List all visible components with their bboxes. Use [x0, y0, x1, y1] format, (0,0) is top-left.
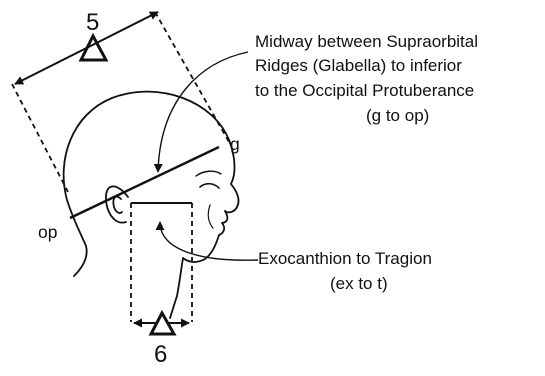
leader-curve-g-op	[153, 51, 249, 173]
label-op: op	[38, 222, 57, 242]
measurement-6-number: 6	[154, 341, 167, 368]
guide-line-g	[154, 11, 230, 143]
annotation-top-line-4: (g to op)	[366, 106, 429, 125]
annotation-top-line-2: Ridges (Glabella) to inferior	[255, 56, 462, 75]
measurement-6-triangle-icon	[148, 309, 177, 336]
forehead-outline	[228, 139, 236, 185]
eye-outline	[199, 182, 220, 189]
annotation-g-to-op: Midway between Supraorbital Ridges (Glab…	[255, 32, 478, 125]
annotation-top-line-3: to the Occipital Protuberance	[255, 81, 474, 100]
front-neck-outline	[169, 257, 184, 319]
measurement-6-box	[130, 202, 193, 322]
nose-outline	[224, 183, 240, 214]
label-g: g	[230, 134, 240, 154]
annotation-bottom-line-2: (ex to t)	[330, 274, 388, 293]
leader-curve-ex-t	[155, 221, 259, 261]
skull-back-outline	[62, 90, 230, 277]
annotation-top-line-1: Midway between Supraorbital	[255, 32, 478, 51]
mouth-chin-outline	[182, 210, 229, 263]
measurement-5-number: 5	[86, 9, 99, 36]
ear-inner-outline	[112, 195, 123, 214]
annotation-ex-to-t: Exocanthion to Tragion (ex to t)	[258, 249, 432, 293]
infant-head-outline	[62, 90, 240, 319]
guide-line-op	[11, 83, 69, 193]
ear-outline	[105, 185, 129, 224]
annotation-bottom-line-1: Exocanthion to Tragion	[258, 249, 432, 268]
measurement-5-guides	[11, 11, 230, 193]
glabella-opisthocranion-line	[69, 145, 220, 220]
eyebrow-outline	[195, 170, 222, 177]
measurement-5-triangle-icon	[78, 32, 109, 62]
cheek-outline	[207, 204, 214, 229]
